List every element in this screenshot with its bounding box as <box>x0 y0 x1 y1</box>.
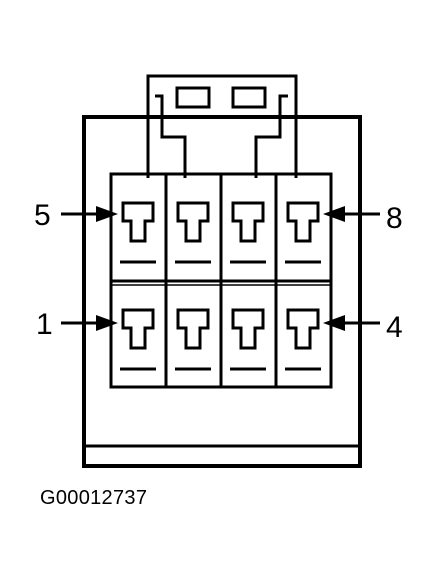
terminal-cavity <box>176 201 210 243</box>
pin-label-4: 4 <box>386 311 403 344</box>
figure-id: G00012737 <box>40 487 148 509</box>
terminal-cavity <box>176 308 210 350</box>
pin-label-5: 5 <box>34 199 51 232</box>
arrow-pin-4 <box>323 315 380 331</box>
latch-rail-left <box>155 94 187 178</box>
arrow-pin-5 <box>61 206 118 222</box>
latch-rail-right <box>254 94 288 178</box>
terminal-cavity <box>231 308 265 350</box>
arrow-pin-1 <box>61 315 118 331</box>
latch-outline <box>146 74 298 178</box>
terminal-cavity <box>286 201 320 243</box>
terminal-cavity <box>286 308 320 350</box>
arrow-pin-8 <box>323 206 380 222</box>
pin-label-1: 1 <box>36 308 53 341</box>
pin-label-8: 8 <box>386 202 403 235</box>
latch-slot-right <box>231 86 267 109</box>
terminal-cavity <box>121 201 155 243</box>
terminal-cavity <box>231 201 265 243</box>
latch-slot-left <box>175 86 211 109</box>
connector-housing <box>82 115 362 468</box>
terminal-cavity <box>121 308 155 350</box>
